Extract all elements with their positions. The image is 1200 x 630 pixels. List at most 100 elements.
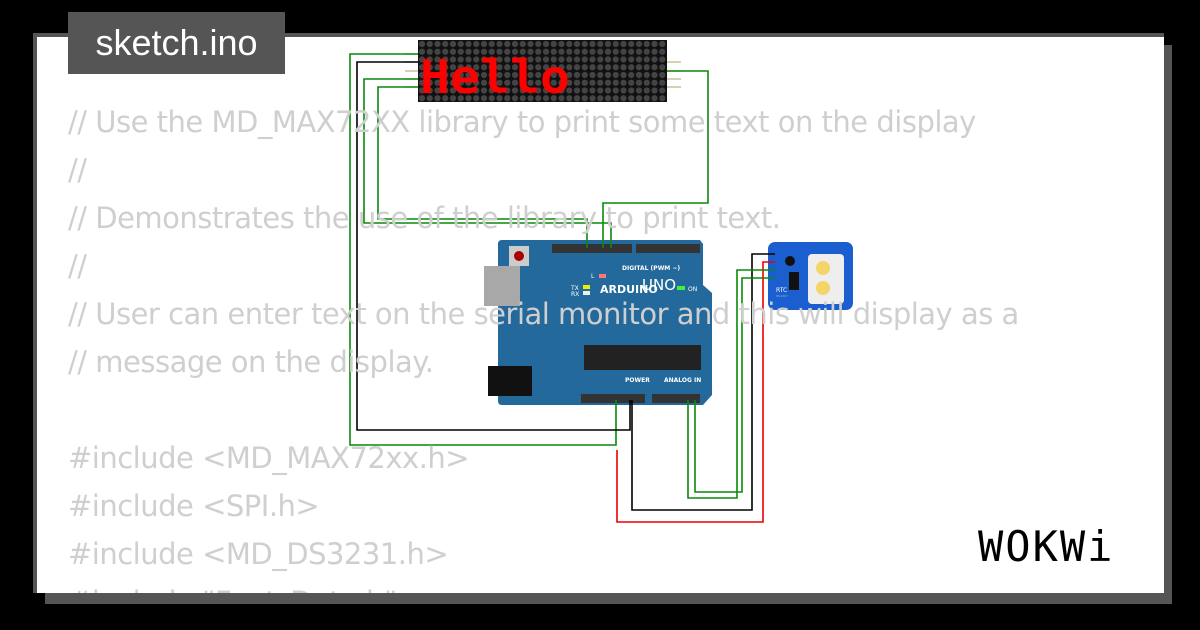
led-dot — [449, 71, 457, 79]
led-dot — [635, 95, 643, 102]
led-dot — [449, 79, 457, 86]
rtc-module[interactable]: RTC DS1307 — [768, 242, 853, 310]
led-dot — [542, 48, 550, 55]
led-dot — [659, 48, 666, 55]
led-dot — [542, 95, 550, 102]
led-dot — [635, 64, 643, 71]
led-dot — [434, 48, 441, 55]
led-dot — [651, 40, 658, 48]
led-dot — [589, 48, 596, 55]
led-dot — [535, 56, 542, 63]
code-line: #include <MD_MAX72xx.h> — [68, 441, 470, 475]
led-rx — [583, 291, 590, 295]
led-dot — [635, 71, 643, 79]
code-line: // message on the display. — [68, 345, 434, 379]
rtc-regulator — [789, 272, 799, 290]
led-dot — [473, 71, 480, 79]
led-dot — [418, 40, 426, 48]
led-dot — [465, 56, 472, 63]
led-dot — [457, 64, 464, 71]
led-dot — [527, 56, 534, 63]
led-dot — [488, 56, 495, 63]
led-dot — [434, 71, 441, 79]
led-dot — [597, 95, 604, 102]
led-dot — [535, 87, 542, 94]
led-dot — [597, 79, 604, 86]
led-dot — [542, 64, 550, 71]
led-dot — [604, 71, 612, 79]
led-dot — [597, 64, 604, 71]
led-dot — [504, 87, 511, 94]
led-dot — [519, 79, 526, 86]
led-dot — [496, 40, 503, 48]
led-dot — [581, 87, 588, 94]
power-header — [581, 394, 645, 403]
wire-rtc-vcc — [616, 261, 775, 523]
led-dot — [527, 95, 534, 102]
led-dot — [643, 87, 650, 94]
led-dot — [426, 87, 433, 94]
on-label: ON — [688, 286, 697, 293]
led-dot — [566, 87, 573, 94]
led-dot — [473, 56, 480, 63]
led-dot — [457, 48, 464, 55]
led-dot — [434, 64, 441, 71]
led-dot — [418, 95, 426, 102]
led-dot — [659, 40, 666, 48]
led-dot — [643, 71, 650, 79]
wire-clk — [602, 70, 709, 248]
led-dot — [589, 79, 596, 86]
code-editor: // Use the MD_MAX72XX library to print s… — [68, 103, 1019, 593]
wire-rtc-gnd — [631, 253, 775, 511]
led-dot — [496, 64, 503, 71]
led-dot — [418, 79, 426, 86]
led-dot — [535, 71, 542, 79]
led-dot — [659, 87, 666, 94]
led-dot — [558, 64, 565, 71]
analog-label: ANALOG IN — [664, 377, 701, 384]
led-dot — [581, 95, 588, 102]
led-dot — [550, 71, 557, 79]
led-dot — [643, 64, 650, 71]
led-dot — [496, 95, 503, 102]
led-dot — [457, 87, 464, 94]
led-dot — [558, 87, 565, 94]
led-dot — [659, 79, 666, 86]
led-dot — [480, 71, 488, 79]
led-dot — [597, 48, 604, 55]
led-dot — [480, 56, 488, 63]
led-dot — [597, 40, 604, 48]
code-line: // — [68, 249, 87, 283]
led-dot — [643, 48, 650, 55]
led-dot — [504, 79, 511, 86]
led-dot — [473, 40, 480, 48]
code-line: // Use the MD_MAX72XX library to print s… — [68, 105, 976, 139]
led-dot — [496, 48, 503, 55]
wire-rtc-sda — [687, 269, 775, 499]
led-dot — [597, 87, 604, 94]
led-dot — [511, 48, 519, 55]
led-dot — [550, 64, 557, 71]
led-dot — [589, 56, 596, 63]
led-dot — [612, 71, 619, 79]
led-dot — [442, 48, 449, 55]
led-dot — [612, 48, 619, 55]
led-dot — [434, 87, 441, 94]
atmega-chip — [584, 345, 701, 370]
led-dot — [473, 48, 480, 55]
led-dot — [434, 40, 441, 48]
led-dot — [628, 87, 635, 94]
led-dot — [620, 87, 627, 94]
file-tab[interactable]: sketch.ino — [68, 12, 285, 74]
led-dot — [457, 95, 464, 102]
led-dot — [550, 56, 557, 63]
led-dot — [573, 48, 581, 55]
arduino-uno[interactable]: ARDUINO UNO DIGITAL (PWM ~) POWER ANALOG… — [484, 240, 712, 405]
led-dot — [496, 87, 503, 94]
led-dot — [628, 79, 635, 86]
led-dot — [589, 87, 596, 94]
led-dot — [511, 64, 519, 71]
led-dot — [659, 56, 666, 63]
led-dot — [659, 64, 666, 71]
led-dot — [612, 79, 619, 86]
